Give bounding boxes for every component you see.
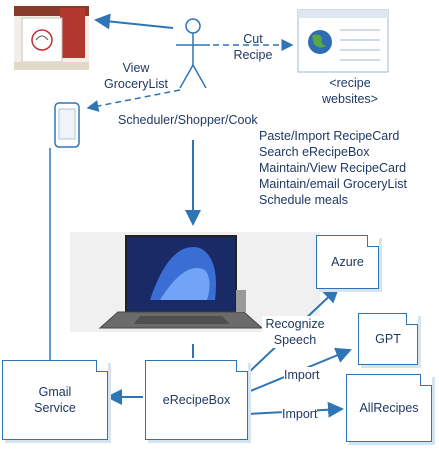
edge-actor-photo [94,13,174,30]
node-erecipebox: eRecipeBox [145,360,248,440]
task-list: Paste/Import RecipeCard Search eRecipeBo… [259,128,407,208]
browser-window-icon [297,9,389,73]
task-item: Search eRecipeBox [259,145,370,159]
node-azure: Azure [316,235,379,289]
node-allrecipes-label: AllRecipes [359,401,419,415]
actor-stick-figure [176,18,210,89]
node-gmail-service: Gmail Service [2,360,108,440]
label-import-gpt: Import [284,367,320,383]
node-gpt: GPT [358,313,418,365]
node-gpt-label: GPT [375,332,401,346]
label-import-allrecipes: Import [282,406,318,422]
task-item: Maintain/View RecipeCard [259,161,407,175]
recipe-card-photo [14,6,89,70]
label-cut-recipe: Cut Recipe [233,32,273,62]
node-azure-label: Azure [331,255,364,269]
task-item: Schedule meals [259,193,348,207]
node-gmail-label: Gmail Service [34,385,76,415]
label-recipe-websites: <recipe websites> [322,76,378,106]
phone-icon [54,102,80,148]
node-erecipebox-label: eRecipeBox [162,393,231,407]
edge-view-grocerylist [86,89,181,112]
label-view-grocerylist: View GroceryList [104,61,168,91]
actor-label: Scheduler/Shopper/Cook [118,113,258,127]
task-item: Paste/Import RecipeCard [259,129,400,143]
label-recognize-speech: Recognize Speech [262,316,328,348]
node-allrecipes: AllRecipes [346,374,432,442]
task-item: Maintain/email GroceryList [259,177,407,191]
laptop-photo [70,232,320,332]
